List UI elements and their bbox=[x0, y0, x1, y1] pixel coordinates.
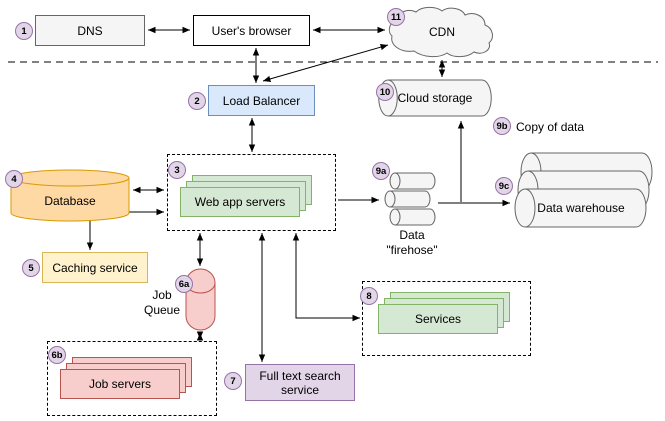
copy-of-data-label: Copy of data bbox=[516, 120, 585, 134]
job-servers-group bbox=[47, 341, 217, 416]
full-text-search-label: Full text search service bbox=[259, 368, 341, 397]
browser-label: User's browser bbox=[211, 23, 292, 38]
dns-label: DNS bbox=[77, 23, 103, 38]
firehose-pipe-2 bbox=[384, 190, 432, 208]
full-text-search-node: Full text search service bbox=[245, 364, 355, 401]
badge-7: 7 bbox=[224, 372, 242, 390]
badge-11: 11 bbox=[387, 8, 405, 26]
warehouse-cylinder-front: Data warehouse bbox=[514, 188, 648, 228]
firehose-pipe-1 bbox=[389, 172, 437, 190]
firehose-pipe-3 bbox=[389, 208, 437, 226]
database-label: Database bbox=[44, 193, 96, 208]
web-app-servers-label: Web app servers bbox=[194, 195, 286, 209]
badge-9b: 9b bbox=[493, 117, 511, 135]
badge-1: 1 bbox=[15, 22, 33, 40]
job-servers-label: Job servers bbox=[88, 377, 152, 391]
badge-8: 8 bbox=[360, 287, 378, 305]
arrow-webapp-services bbox=[292, 233, 360, 322]
firehose-label: Data "firehose" bbox=[386, 228, 438, 257]
badge-9c: 9c bbox=[495, 177, 513, 195]
load-balancer-node: Load Balancer bbox=[208, 85, 315, 116]
load-balancer-label: Load Balancer bbox=[222, 93, 301, 108]
browser-node: User's browser bbox=[193, 15, 310, 46]
badge-3: 3 bbox=[168, 161, 186, 179]
badge-2: 2 bbox=[188, 92, 206, 110]
data-warehouse-label: Data warehouse bbox=[537, 201, 625, 215]
services-label: Services bbox=[414, 312, 461, 326]
services-group bbox=[362, 281, 531, 356]
job-server-front: Job servers bbox=[60, 369, 180, 399]
database-node: Database bbox=[10, 169, 130, 222]
service-front: Services bbox=[378, 304, 498, 334]
badge-6a: 6a bbox=[175, 275, 193, 293]
cloud-storage-label: Cloud storage bbox=[397, 91, 473, 105]
cdn-label: CDN bbox=[429, 25, 455, 39]
badge-6b: 6b bbox=[48, 346, 66, 364]
web-app-server-front: Web app servers bbox=[180, 187, 300, 217]
badge-9a: 9a bbox=[372, 162, 390, 180]
caching-service-node: Caching service bbox=[42, 252, 148, 283]
badge-5: 5 bbox=[22, 259, 40, 277]
caching-service-label: Caching service bbox=[52, 260, 138, 275]
badge-4: 4 bbox=[5, 170, 23, 188]
cloud-storage-node: Cloud storage bbox=[378, 79, 492, 117]
cdn-node: CDN bbox=[386, 6, 498, 58]
job-queue-label: Job Queue bbox=[143, 288, 181, 317]
badge-10: 10 bbox=[376, 83, 394, 101]
web-app-servers-group bbox=[167, 154, 336, 231]
arrow-loadbalancer-cdn bbox=[262, 44, 389, 82]
dns-node: DNS bbox=[35, 15, 145, 46]
